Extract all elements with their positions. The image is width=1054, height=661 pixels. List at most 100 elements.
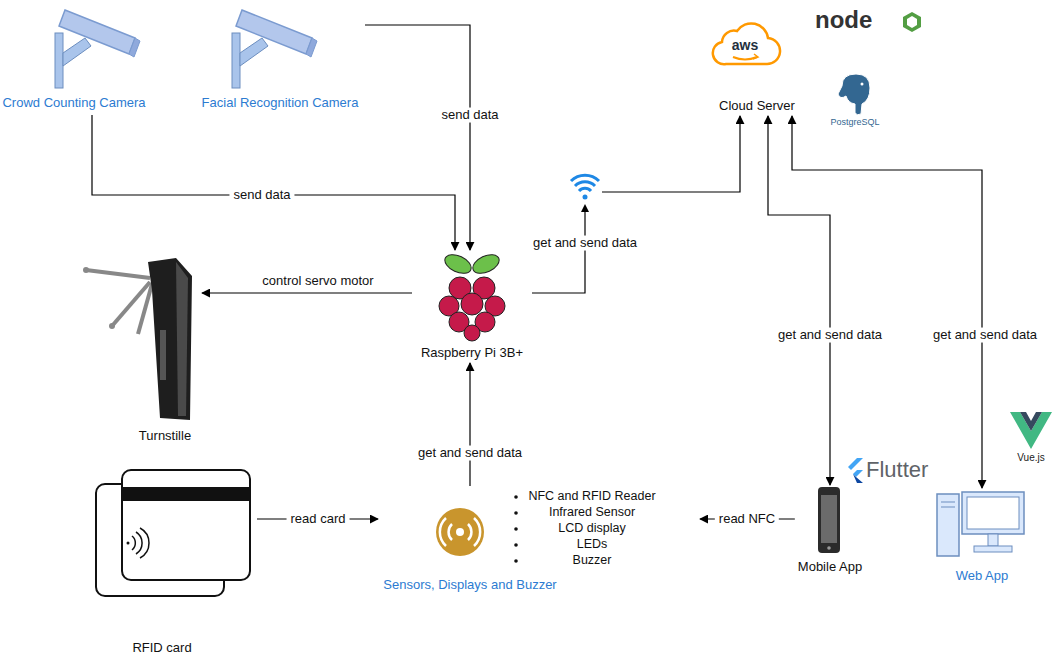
connector-label: send data [229, 188, 294, 203]
wifi-icon [571, 175, 599, 181]
wifi-icon [583, 195, 588, 200]
logo-label: Vue.js [1017, 452, 1044, 464]
flutter-logo [848, 458, 863, 483]
node-text: Cloud Server [719, 99, 795, 114]
camera-icon [63, 38, 91, 66]
wifi-icon [571, 175, 599, 212]
connector-label: read card [287, 512, 350, 527]
computer-icon [967, 497, 1019, 529]
camera-icon [306, 38, 317, 57]
node-label: Crowd Counting Camera [2, 96, 145, 111]
cloud-icon [713, 23, 780, 64]
sensor-icon [436, 508, 484, 556]
rfid-card-icon [136, 532, 142, 554]
node-text: NFC and RFID Reader [528, 489, 655, 503]
sensor-icon [449, 524, 452, 540]
raspberry-pi-icon [442, 251, 474, 277]
node-box: Facial Recognition Camera [195, 5, 365, 115]
nodejs-logo [903, 12, 921, 32]
bullet-dot [514, 559, 518, 563]
phone-icon [818, 487, 840, 553]
turnstile-icon [86, 270, 150, 278]
rfid-card-icon [132, 536, 135, 550]
camera-icon [232, 33, 240, 88]
phone-icon [821, 495, 837, 543]
connector-label: get and send data [774, 328, 886, 343]
node-box: Web App [933, 488, 1032, 588]
connector-label: control servo motor [258, 274, 377, 289]
bullet-dot [514, 527, 518, 531]
camera-icon [55, 33, 63, 88]
vue-logo [1010, 412, 1052, 449]
sensor-icon [440, 518, 446, 546]
logo-label: PostgreSQL [830, 117, 879, 127]
rfid-card-icon [127, 542, 130, 545]
camera-icon [232, 10, 317, 88]
turnstile-icon [109, 323, 115, 329]
sensor-icon [474, 518, 480, 546]
bullet-dot [514, 495, 518, 563]
camera-icon [236, 10, 312, 54]
rfid-card-icon [140, 528, 149, 558]
wifi-icon [575, 182, 595, 186]
node-label: aws [732, 37, 758, 53]
turnstile-icon [83, 267, 89, 273]
wifi-icon [579, 188, 591, 191]
postgresql-logo [838, 74, 870, 115]
raspberry-pi-icon [461, 293, 483, 315]
node-label: Facial Recognition Camera [202, 96, 359, 111]
phone-icon [827, 546, 831, 550]
raspberry-pi-icon [464, 325, 480, 341]
logo-label: Flutter [866, 457, 928, 482]
computer-icon [962, 492, 1024, 534]
node-box: Raspberry Pi 3B+ [412, 250, 532, 363]
connector-arrow [792, 116, 982, 488]
logo-label: node [815, 6, 872, 34]
cloud-icon [753, 54, 758, 59]
turnstile-icon [148, 258, 192, 420]
connector-label: get and send data [414, 446, 526, 461]
node-label: Mobile App [798, 560, 862, 575]
node-box: Sensors, Displays and BuzzerNFC and RFID… [378, 486, 700, 598]
cloud-icon [713, 23, 780, 64]
computer-icon [974, 546, 1012, 552]
node-text: Buzzer [573, 553, 612, 567]
node-text: Infrared Sensor [549, 505, 635, 519]
raspberry-pi-icon [439, 251, 505, 341]
nodejs-logo [903, 12, 921, 32]
node-box: Turnstille [78, 255, 202, 447]
node-label: Turnstille [139, 429, 191, 444]
turnstile-icon [112, 282, 150, 326]
connector-label: get and send data [529, 236, 641, 251]
connector-label: read NFC [715, 512, 779, 527]
phone-icon [818, 487, 840, 553]
sensor-icon [468, 524, 471, 540]
flutter-logo [848, 458, 863, 470]
connector-label: get and send data [929, 328, 1041, 343]
camera-icon [240, 38, 268, 66]
bullet-dot [514, 511, 518, 515]
node-label: Raspberry Pi 3B+ [421, 346, 523, 361]
turnstile-icon [138, 284, 152, 334]
sensor-icon [456, 528, 464, 536]
connector-arrow [92, 115, 455, 250]
connector-arrow [469, 363, 470, 486]
vue-logo [1010, 412, 1052, 449]
computer-icon [941, 502, 955, 503]
raspberry-pi-icon [470, 251, 502, 277]
node-text: LEDs [577, 537, 608, 551]
wifi-icon [581, 204, 589, 212]
connector-label: send data [437, 108, 502, 123]
camera-icon [59, 10, 135, 54]
connector-arrow [768, 116, 830, 485]
turnstile-icon [160, 330, 166, 380]
bullet-dot [514, 495, 518, 499]
nodejs-logo [907, 16, 917, 28]
node-box: Mobile App [795, 485, 867, 581]
connector-arrow [202, 292, 412, 293]
camera-icon [55, 10, 140, 88]
node-box: Crowd Counting Camera [0, 5, 149, 115]
flutter-logo [853, 474, 863, 483]
connector-arrow [365, 25, 470, 250]
